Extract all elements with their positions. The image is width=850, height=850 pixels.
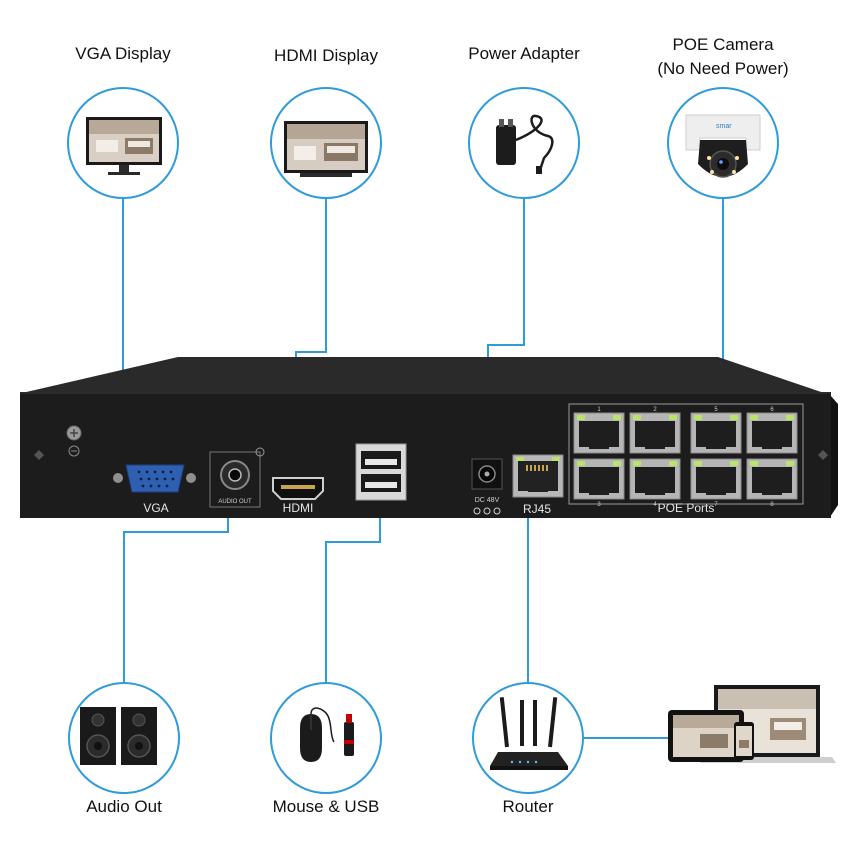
audio-out-circle [68,682,180,794]
hdmi-display-circle [270,87,382,199]
nvr-right-side [830,395,838,517]
vga-display-circle [67,87,179,199]
poe-port-number: 8 [770,502,774,508]
poe-port-number: 7 [714,502,718,508]
hdmi-port [272,477,324,500]
power-adapter-label: Power Adapter [468,44,580,63]
poe-ports-label: POE Ports [658,501,715,515]
client-devices-icon [668,685,836,763]
poe-port-number: 3 [597,502,601,508]
usb-drive-icon [344,714,354,756]
audio-jack [220,447,265,490]
hdmi-display-label: HDMI Display [274,46,378,65]
audio-port-label: AUDIO OUT [218,499,252,505]
poe-ports: 1 2 5 6 3 4 7 8 [573,407,798,508]
nvr-top-surface [22,357,830,395]
poe-port-number: 1 [597,407,601,413]
vga-port [113,464,196,493]
poe-port-number: 5 [714,407,718,413]
poe-port-number: 4 [653,502,657,508]
hdmi-port-label: HDMI [283,501,314,515]
poe-camera-label: POE Camera (No Need Power) [643,33,803,81]
monitor-icon [86,117,162,175]
router-icon [490,697,568,770]
vga-port-label: VGA [143,501,168,515]
rj45-port [512,454,564,498]
tv-icon [284,121,368,177]
dc-power-label: DC 48V [475,497,500,504]
vga-display-label: VGA Display [75,44,171,63]
speakers-icon [80,707,157,765]
dc-power-jack [471,458,503,490]
poe-port [690,458,742,500]
poe-port [629,412,681,454]
poe-port [629,458,681,500]
router-label: Router [502,797,554,816]
dc-polarity-icon [473,507,501,515]
poe-port [690,412,742,454]
poe-ports-frame [568,403,804,505]
poe-port [573,458,625,500]
nvr-device: VGA AUDIO OUT HDMI DC 48V [20,357,838,518]
power-adapter-icon [496,114,554,174]
mount-screws [34,450,828,460]
ptz-camera-icon: smar [685,114,761,178]
ground-screw-icon [66,425,82,457]
poe-camera-label-line1: POE Camera [672,35,774,54]
audio-out-label: Audio Out [86,797,162,816]
poe-camera-circle: smar [667,87,779,199]
poe-port [746,412,798,454]
mouse-icon [300,707,335,762]
poe-port-number: 6 [770,407,774,413]
usb-ports [355,443,407,501]
camera-brand-text: smar [716,123,732,130]
poe-port [573,412,625,454]
mouse-usb-label: Mouse & USB [272,797,380,816]
poe-port [746,458,798,500]
rj45-port-label: RJ45 [523,502,551,516]
mouse-usb-circle [270,682,382,794]
poe-port-number: 2 [653,407,657,413]
power-adapter-circle [468,87,580,199]
audio-port-frame [209,451,261,508]
poe-camera-label-line2: (No Need Power) [657,59,789,78]
router-circle [472,682,584,794]
